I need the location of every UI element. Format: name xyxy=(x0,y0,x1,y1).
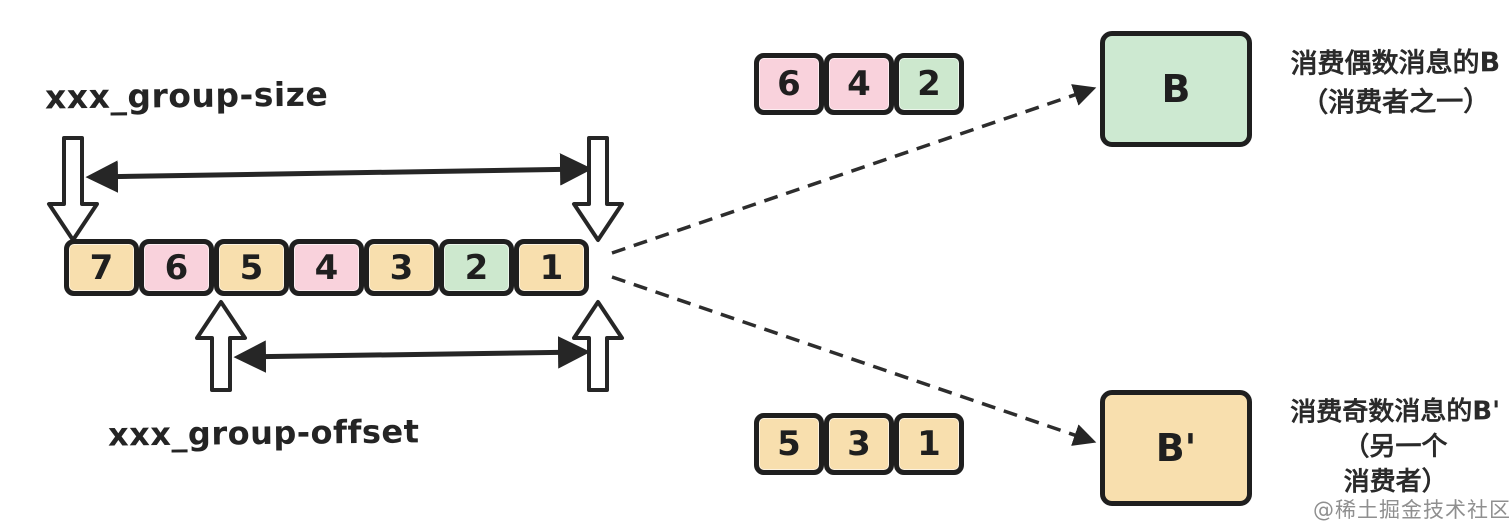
caption-node-b-prime: 消费奇数消息的B' （另一个 消费者） xyxy=(1283,394,1509,501)
queue-cell-5: 5 xyxy=(214,239,289,296)
even-items-array: 6 4 2 xyxy=(754,53,964,115)
size-span-line xyxy=(85,153,593,193)
caption-b-prime-line1: 消费奇数消息的B' xyxy=(1290,396,1501,428)
main-queue-array: 7 6 5 4 3 2 1 xyxy=(64,239,589,296)
down-arrow-right-icon xyxy=(572,136,624,242)
node-b: B xyxy=(1100,31,1252,147)
offset-span-line xyxy=(233,336,591,373)
queue-cell-2: 2 xyxy=(439,239,514,296)
odd-cell-3: 3 xyxy=(824,413,894,475)
caption-b-prime-line2: （另一个 xyxy=(1343,431,1448,463)
down-arrow-left-icon xyxy=(47,136,99,242)
odd-cell-1: 1 xyxy=(894,413,964,475)
queue-cell-1: 1 xyxy=(514,239,589,296)
queue-cell-7: 7 xyxy=(64,239,139,296)
caption-node-b: 消费偶数消息的B （消费者之一） xyxy=(1283,43,1509,123)
even-cell-4: 4 xyxy=(824,53,894,115)
offset-label: xxx_group-offset xyxy=(107,412,420,454)
queue-cell-3: 3 xyxy=(364,239,439,296)
watermark: @稀土掘金技术社区 xyxy=(1313,498,1511,522)
queue-cell-4: 4 xyxy=(289,239,364,296)
size-label: xxx_group-size xyxy=(44,74,329,117)
odd-cell-5: 5 xyxy=(754,413,824,475)
odd-items-array: 5 3 1 xyxy=(754,413,964,475)
even-cell-6: 6 xyxy=(754,53,824,115)
node-b-prime: B' xyxy=(1100,390,1252,506)
caption-b-line2: （消费者之一） xyxy=(1301,86,1491,119)
up-arrow-left-icon xyxy=(195,300,247,392)
even-cell-2: 2 xyxy=(894,53,964,115)
queue-cell-6: 6 xyxy=(139,239,214,296)
caption-b-line1: 消费偶数消息的B xyxy=(1290,47,1501,80)
up-arrow-right-icon xyxy=(572,300,624,392)
